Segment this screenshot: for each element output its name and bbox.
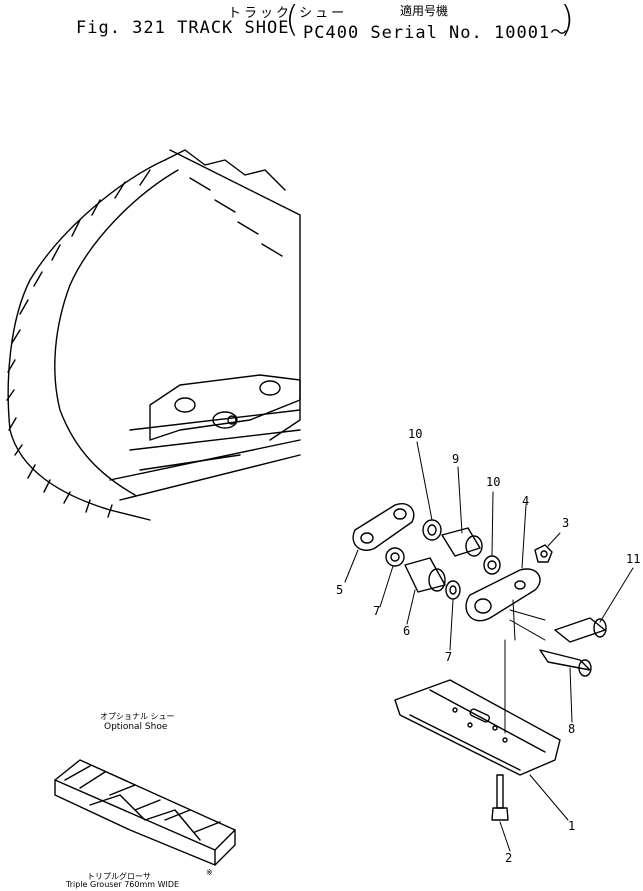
right-paren: ) [560,0,575,40]
pin-part-8 [539,649,591,671]
pin-part-11 [554,617,606,643]
callout-1: 1 [568,819,576,833]
callout-4: 4 [522,494,530,508]
link-part-5 [352,503,415,551]
callout-7b: 7 [445,650,453,664]
callout-2: 2 [505,851,513,865]
applicable-label: 適用号機 [400,4,449,18]
figure-title: Fig. 321 TRACK SHOE [76,18,290,38]
optional-shoe-label: Optional Shoe [104,722,168,732]
callout-10a: 10 [408,427,423,441]
callout-5: 5 [336,583,344,597]
optional-shoe-illustration [54,759,236,866]
shoe-part-1 [394,679,561,776]
nut-part-3 [534,544,553,563]
track-links [109,374,301,501]
seal-part-10a [422,519,442,541]
triple-grouser-label: Triple Grouser 760mm WIDE [66,880,180,889]
bushing-part-9 [441,527,481,557]
optional-shoe-label-jp: オプショナル シュー [100,712,175,721]
triple-grouser-label-jp: トリプルグローサ [87,872,151,881]
title-japanese: トラック シュー [228,6,348,21]
bushing-part-6 [404,557,446,593]
callout-9: 9 [452,452,460,466]
exploded-parts [344,441,634,852]
callout-7a: 7 [373,604,381,618]
callout-6: 6 [403,624,411,638]
callout-3: 3 [562,516,570,530]
track-grousers [6,149,286,518]
track-assembly-illustration [6,149,301,521]
seal-part-10b [483,555,501,575]
marker-symbol: ※ [206,868,213,877]
callout-10b: 10 [486,475,501,489]
bolt-part-2 [496,774,504,809]
seal-part-7b [445,580,461,600]
seal-part-7a [385,547,405,567]
left-paren: ( [285,0,300,40]
callout-11: 11 [626,552,641,566]
callout-8: 8 [568,722,576,736]
serial-range: PC400 Serial No. 10001～ [303,23,569,43]
link-part-4 [465,568,541,622]
leader-lines [344,441,634,852]
